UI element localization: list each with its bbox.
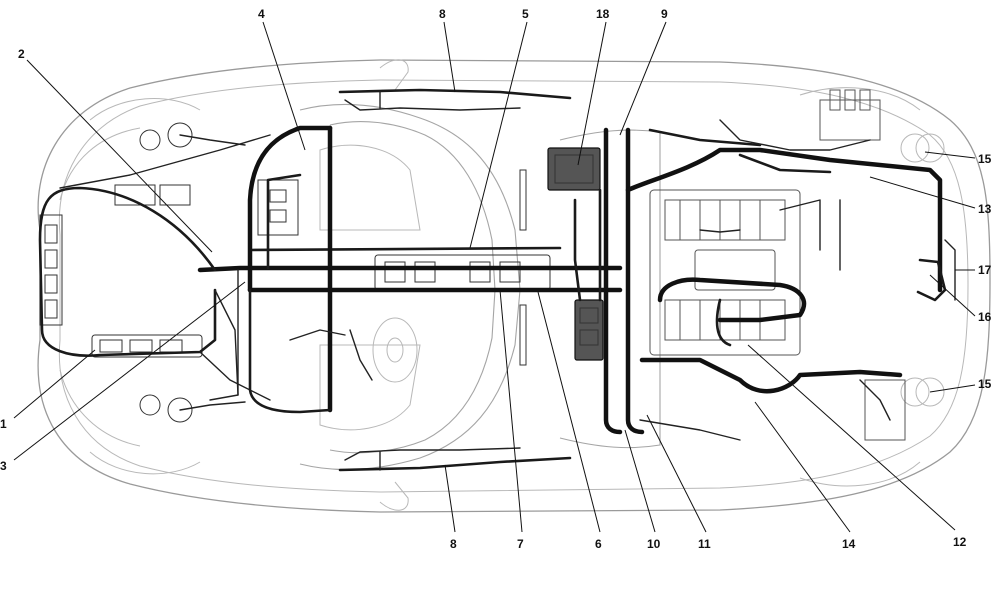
callout-17: 17 [978, 263, 992, 277]
callout-15-top: 15 [978, 152, 992, 166]
callout-3: 3 [0, 459, 7, 473]
leader-lines [13, 21, 976, 533]
callout-8-bottom: 8 [450, 537, 457, 551]
console-components [257, 147, 604, 366]
callout-11: 11 [698, 537, 711, 551]
wiring-harness [38, 88, 956, 472]
callout-13: 13 [978, 202, 992, 216]
callout-10: 10 [647, 537, 661, 551]
callout-1: 1 [0, 417, 7, 431]
callout-12: 12 [953, 535, 967, 549]
engine-block [649, 89, 906, 441]
callout-15-bottom: 15 [978, 377, 992, 391]
callout-8-top: 8 [439, 7, 446, 21]
callout-14: 14 [842, 537, 856, 551]
callout-2: 2 [18, 47, 25, 61]
callout-18: 18 [596, 7, 610, 21]
callout-6: 6 [595, 537, 602, 551]
callout-4: 4 [258, 7, 265, 21]
callout-7: 7 [517, 537, 524, 551]
callout-16: 16 [978, 310, 992, 324]
callout-9: 9 [661, 7, 668, 21]
callout-labels: 1 2 3 4 5 6 7 8 8 9 10 11 12 13 14 15 15… [0, 7, 992, 551]
callout-5: 5 [522, 7, 529, 21]
